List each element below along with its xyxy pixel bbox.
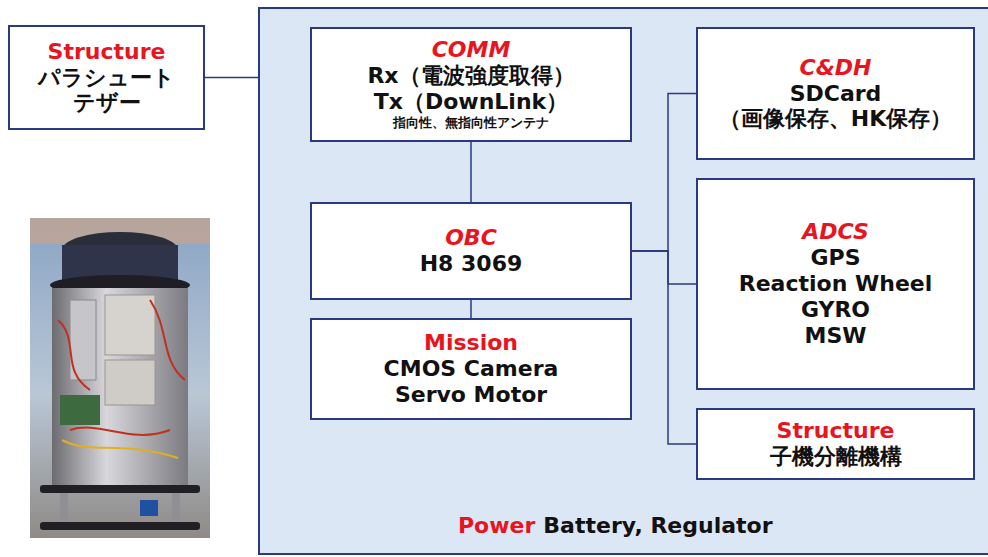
text-group: C&DHSDCard（画像保存、HK保存） (719, 55, 952, 133)
mission-box: MissionCMOS CameraServo Motor (310, 318, 632, 420)
structure-box: Structureパラシュート テザー (8, 25, 205, 130)
text-group: Power Battery, Regulator (458, 513, 773, 539)
box-text: Servo Motor (395, 382, 547, 408)
connector-line (205, 77, 258, 79)
box-text: SDCard (790, 81, 882, 107)
box-heading: Structure (48, 39, 166, 65)
box-text: GPS (810, 245, 860, 271)
system-panel: Power Battery, Regulator COMMRx（電波強度取得）Tx（… (258, 7, 988, 555)
box-heading: Power (458, 513, 535, 539)
text-group: ADCSGPSReaction WheelGYROMSW (739, 219, 933, 349)
box-heading: ADCS (802, 219, 869, 245)
box-text: パラシュート テザー (34, 65, 179, 117)
box-text: Tx（DownLink） (374, 89, 568, 115)
box-text: CMOS Camera (384, 356, 559, 382)
connector-line (470, 300, 472, 318)
box-heading: OBC (445, 225, 497, 251)
box-text: GYRO (801, 297, 870, 323)
connector-line (632, 251, 696, 284)
box-text: Reaction Wheel (739, 271, 933, 297)
adcs-box: ADCSGPSReaction WheelGYROMSW (696, 178, 975, 390)
box-heading: Structure (777, 418, 895, 444)
connector-line (632, 94, 696, 252)
box-heading: COMM (432, 37, 511, 63)
text-group: MissionCMOS CameraServo Motor (384, 330, 559, 408)
text-group: Structureパラシュート テザー (34, 39, 179, 117)
box-text: 子機分離機構 (770, 444, 902, 470)
text-group: OBCH8 3069 (420, 225, 523, 277)
text-group: COMMRx（電波強度取得）Tx（DownLink）指向性、無指向性アンテナ (367, 37, 574, 132)
box-text: MSW (804, 323, 866, 349)
structure-box: Structure子機分離機構 (696, 408, 975, 480)
box-text: （画像保存、HK保存） (719, 106, 952, 132)
cdh-box: C&DHSDCard（画像保存、HK保存） (696, 27, 975, 160)
box-text: 指向性、無指向性アンテナ (393, 115, 549, 132)
box-heading: Mission (424, 330, 518, 356)
comm-box: COMMRx（電波強度取得）Tx（DownLink）指向性、無指向性アンテナ (310, 27, 632, 142)
text-group: Structure子機分離機構 (770, 418, 902, 470)
obc-box: OBCH8 3069 (310, 202, 632, 300)
box-text: Battery, Regulator (543, 513, 772, 539)
connector-line (632, 251, 696, 444)
box-text: Rx（電波強度取得） (367, 63, 574, 89)
box-text: H8 3069 (420, 251, 523, 277)
box-heading: C&DH (799, 55, 871, 81)
connector-line (470, 142, 472, 202)
